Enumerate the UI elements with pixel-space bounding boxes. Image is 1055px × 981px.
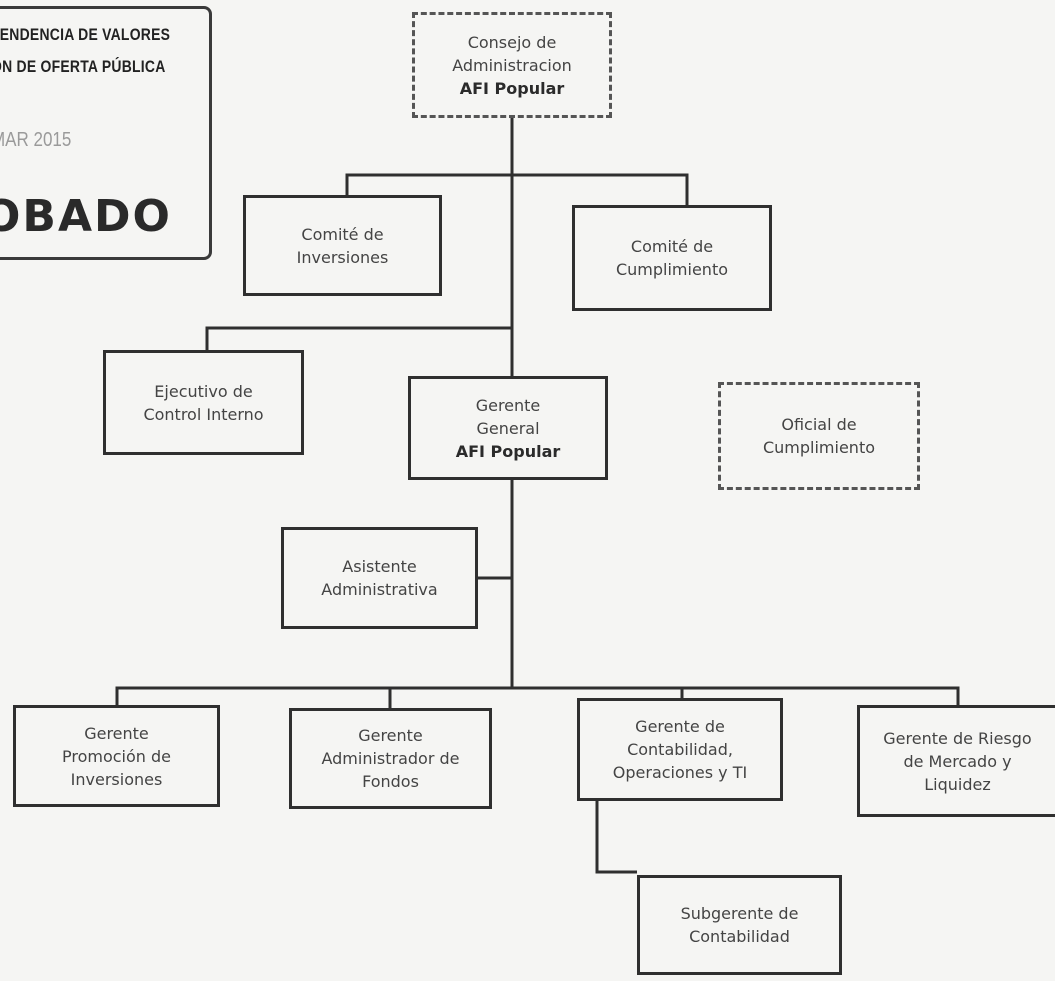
board-line-3: AFI Popular	[459, 78, 565, 98]
accounting-manager-line-1: Gerente de	[635, 717, 725, 736]
board-of-directors-box: Consejo de Administracion AFI Popular	[412, 12, 612, 118]
compliance-officer-line-2: Cumplimiento	[762, 438, 876, 457]
approval-stamp: TENDENCIA DE VALORES ON DE OFERTA PÚBLIC…	[0, 6, 212, 260]
accounting-deputy-line-1: Subgerente de	[680, 904, 799, 923]
accounting-deputy-box: Subgerente de Contabilidad	[637, 875, 842, 975]
accounting-manager-line-2: Contabilidad,	[627, 740, 733, 759]
promotion-manager-line-3: Inversiones	[70, 769, 163, 789]
general-manager-line-3: AFI Popular	[455, 441, 561, 461]
internal-control-box: Ejecutivo de Control Interno	[103, 350, 304, 455]
internal-control-connector	[205, 326, 512, 350]
stamp-date: MAR 2015	[0, 129, 72, 151]
risk-manager-box: Gerente de Riesgo de Mercado y Liquidez	[857, 705, 1055, 817]
accounting-manager-line-3: Operaciones y TI	[612, 763, 748, 782]
risk-manager-line-1: Gerente de Riesgo	[883, 728, 1032, 748]
risk-manager-line-2: de Mercado y	[903, 751, 1012, 771]
admin-assistant-box: Asistente Administrativa	[281, 527, 478, 629]
promotion-manager-line-1: Gerente	[84, 723, 149, 743]
investment-committee-box: Comité de Inversiones	[243, 195, 442, 296]
accounting-deputy-line-2: Contabilidad	[689, 927, 790, 946]
compliance-officer-line-1: Oficial de	[781, 415, 857, 434]
investment-committee-line-1: Comité de	[301, 224, 384, 244]
stamp-line-2: ON DE OFERTA PÚBLICA	[0, 57, 166, 76]
general-manager-line-2: General	[476, 418, 540, 438]
general-manager-line-1: Gerente	[475, 395, 541, 415]
fund-manager-line-1: Gerente	[358, 726, 423, 745]
investment-committee-line-2: Inversiones	[296, 247, 389, 267]
promotion-manager-box: Gerente Promoción de Inversiones	[13, 705, 220, 807]
managers-connector	[115, 686, 960, 705]
compliance-committee-line-1: Comité de	[630, 237, 714, 256]
board-line-2: Administracion	[452, 55, 572, 75]
stamp-line-1: TENDENCIA DE VALORES	[0, 25, 171, 44]
compliance-committee-box: Comité de Cumplimiento	[572, 205, 772, 311]
admin-assistant-line-1: Asistente	[342, 557, 417, 576]
accounting-manager-box: Gerente de Contabilidad, Operaciones y T…	[577, 698, 783, 801]
fund-manager-line-2: Administrador de	[321, 749, 460, 768]
risk-manager-line-3: Liquidez	[924, 774, 991, 794]
internal-control-line-1: Ejecutivo de	[154, 381, 253, 401]
board-line-1: Consejo de	[467, 32, 557, 52]
deputy-connector	[595, 785, 637, 874]
fund-manager-line-3: Fondos	[362, 772, 419, 791]
promotion-manager-line-2: Promoción de	[61, 746, 171, 766]
committees-connector	[345, 173, 689, 205]
admin-assistant-line-2: Administrativa	[321, 580, 438, 599]
internal-control-line-2: Control Interno	[143, 404, 264, 424]
stamp-status: OBADO	[0, 191, 172, 242]
fund-manager-box: Gerente Administrador de Fondos	[289, 708, 492, 809]
compliance-officer-box: Oficial de Cumplimiento	[718, 382, 920, 490]
general-manager-box: Gerente General AFI Popular	[408, 376, 608, 480]
compliance-committee-line-2: Cumplimiento	[615, 260, 729, 279]
